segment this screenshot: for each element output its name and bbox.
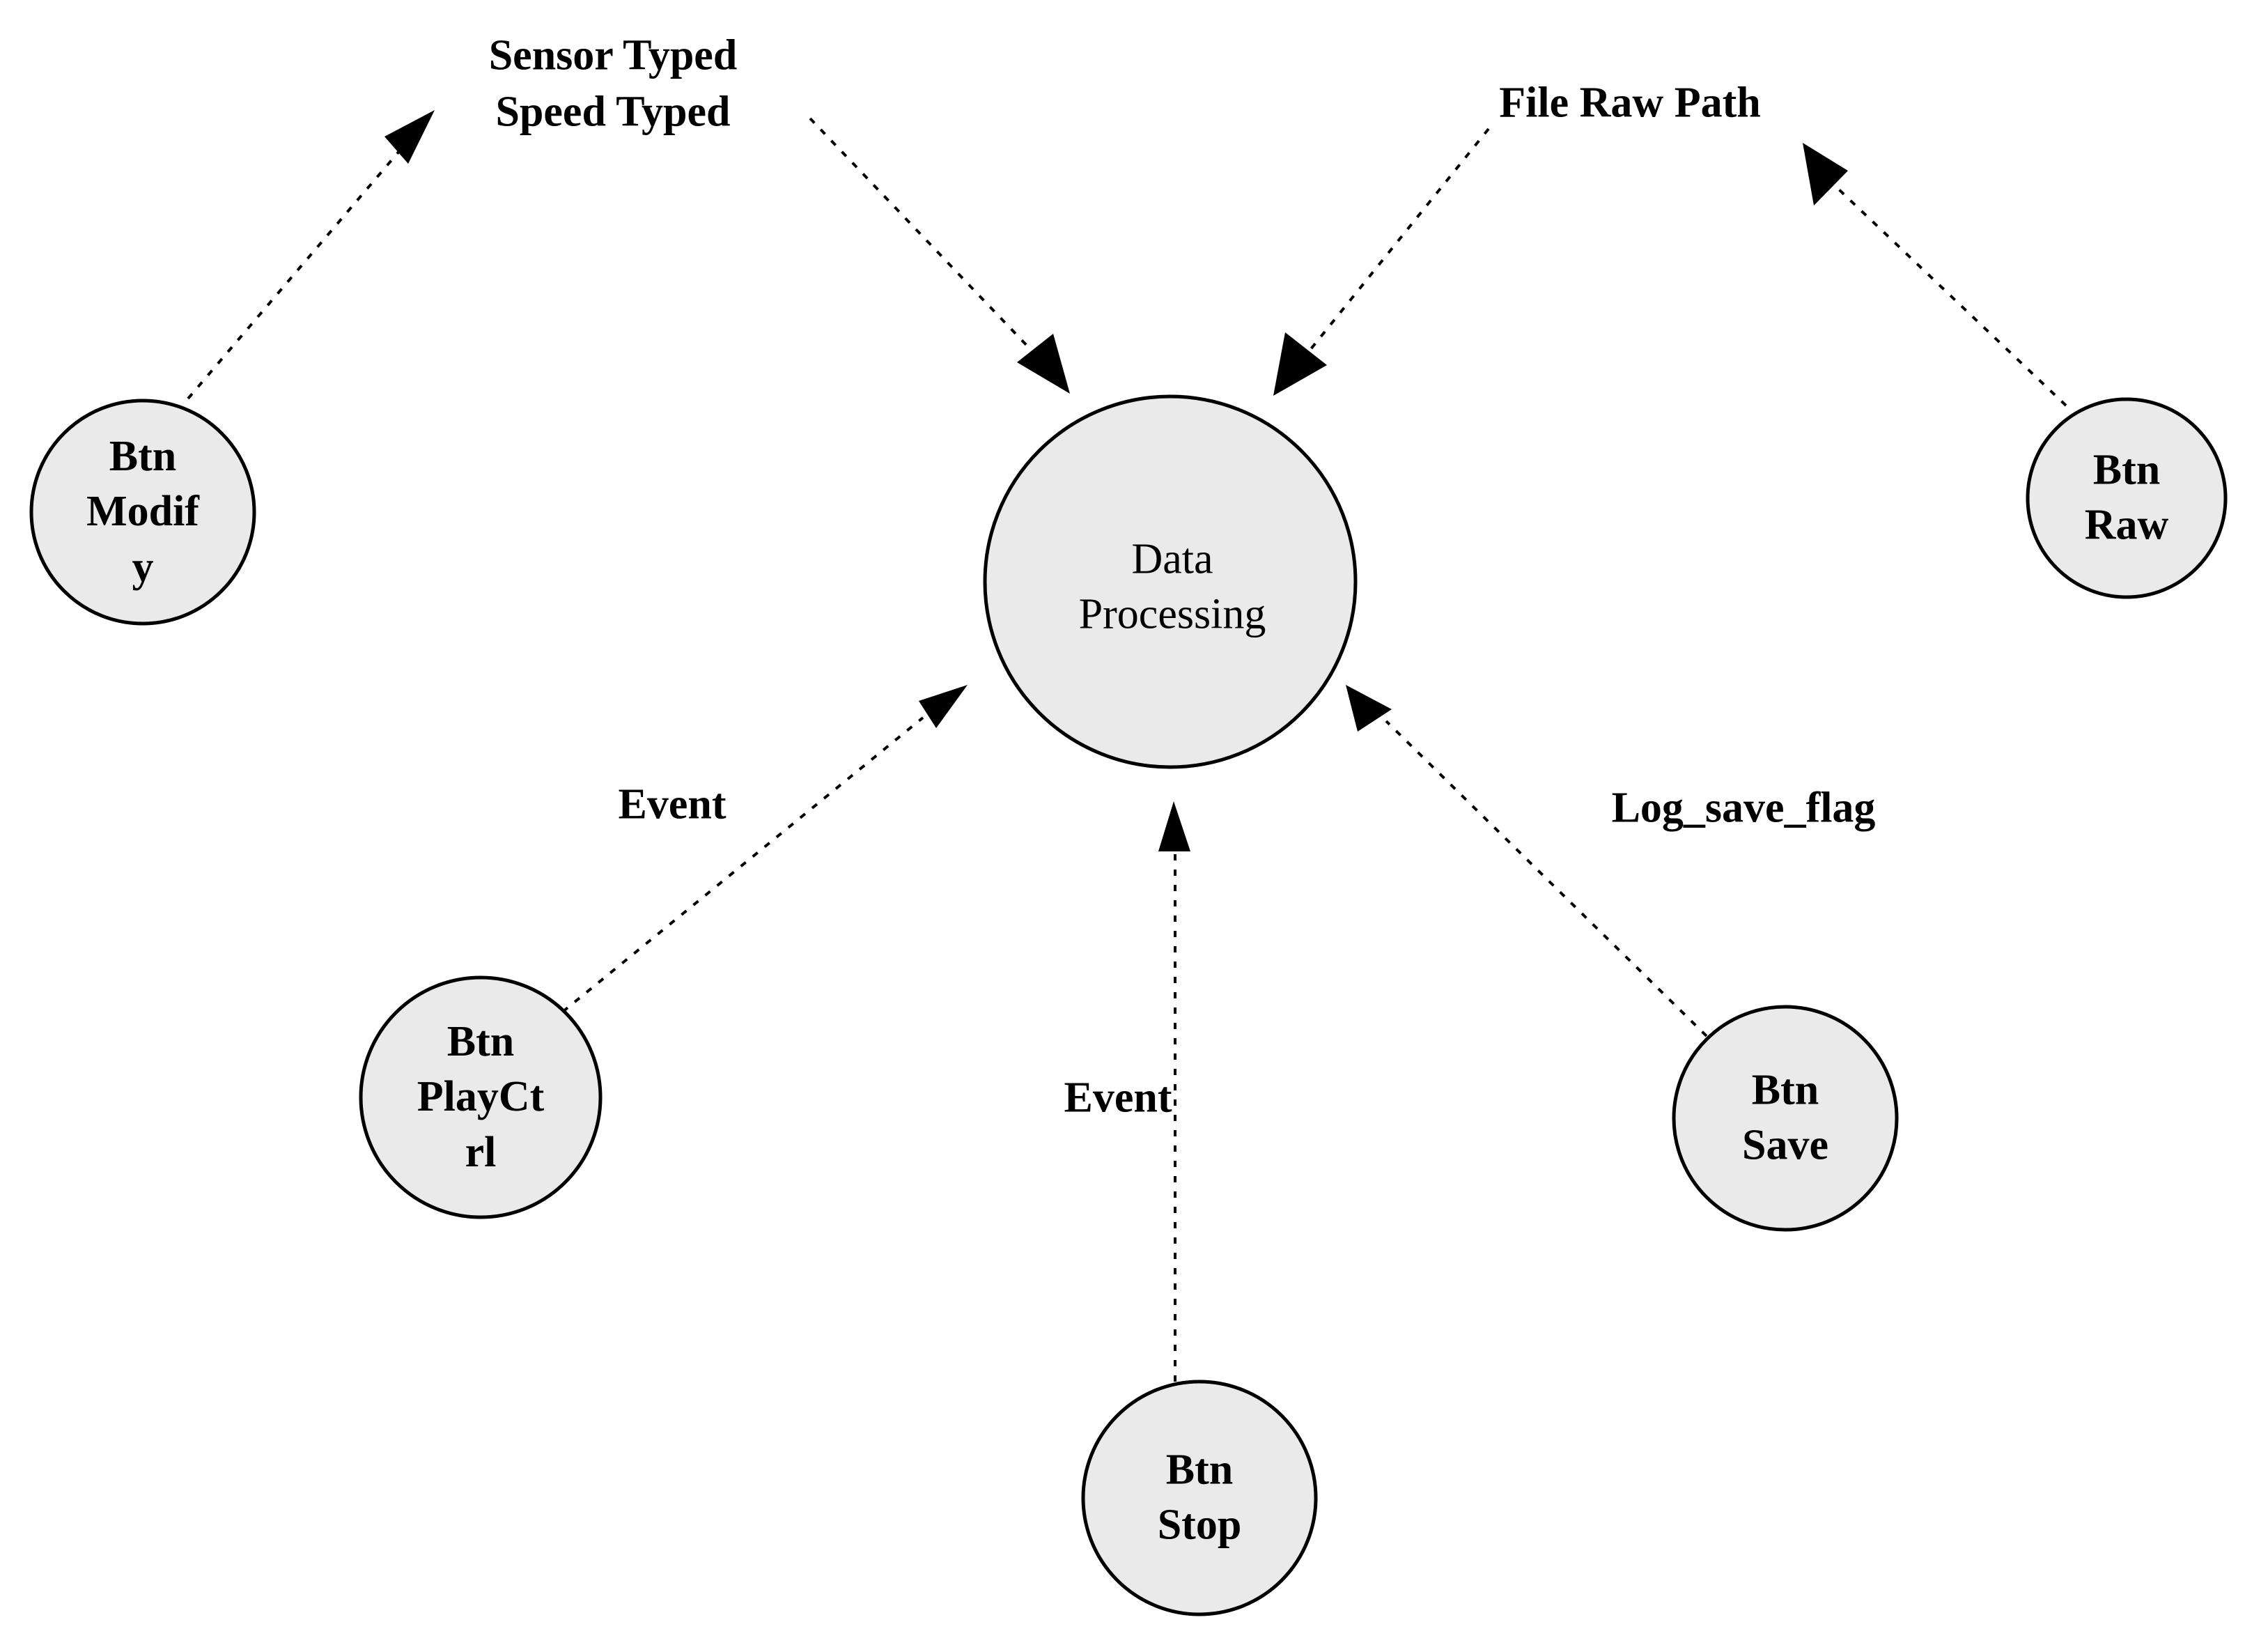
edge-line-save bbox=[1385, 720, 1708, 1037]
arrowhead-raw bbox=[1803, 143, 1848, 206]
edge-btn-modify-to-sensor-speed-typed bbox=[187, 110, 435, 400]
node-btn-playctrl[interactable] bbox=[359, 975, 603, 1219]
edge-file-raw-path-to-data-processing bbox=[1273, 128, 1490, 396]
node-btn-save[interactable] bbox=[1672, 1005, 1899, 1232]
arrowhead-playctrl bbox=[919, 685, 968, 728]
node-layer bbox=[29, 394, 2228, 1616]
edge-btn-raw-to-file-raw-path bbox=[1803, 143, 2067, 407]
arrowhead-save bbox=[1346, 685, 1392, 732]
arrowhead-filerawpath bbox=[1273, 332, 1327, 396]
node-btn-raw[interactable] bbox=[2026, 397, 2228, 599]
edge-btn-save-to-data-processing bbox=[1346, 685, 1708, 1037]
arrowhead-modify bbox=[385, 110, 435, 164]
node-btn-modify[interactable] bbox=[29, 399, 256, 626]
edge-line-playctrl bbox=[561, 716, 924, 1013]
edge-line-modify bbox=[187, 125, 421, 400]
arrowhead-typed bbox=[1017, 334, 1070, 394]
node-data-processing[interactable] bbox=[983, 394, 1358, 769]
edge-sensor-speed-typed-to-data-processing bbox=[809, 117, 1070, 394]
edge-btn-stop-to-data-processing bbox=[1158, 801, 1190, 1382]
edge-layer bbox=[187, 110, 2067, 1382]
edge-line-filerawpath bbox=[1294, 128, 1490, 369]
edge-line-typed bbox=[809, 117, 1048, 367]
arrowhead-stop bbox=[1158, 801, 1190, 851]
edge-btn-playctrl-to-data-processing bbox=[561, 685, 968, 1013]
edge-line-raw bbox=[1824, 175, 2067, 407]
node-btn-stop[interactable] bbox=[1081, 1380, 1318, 1616]
